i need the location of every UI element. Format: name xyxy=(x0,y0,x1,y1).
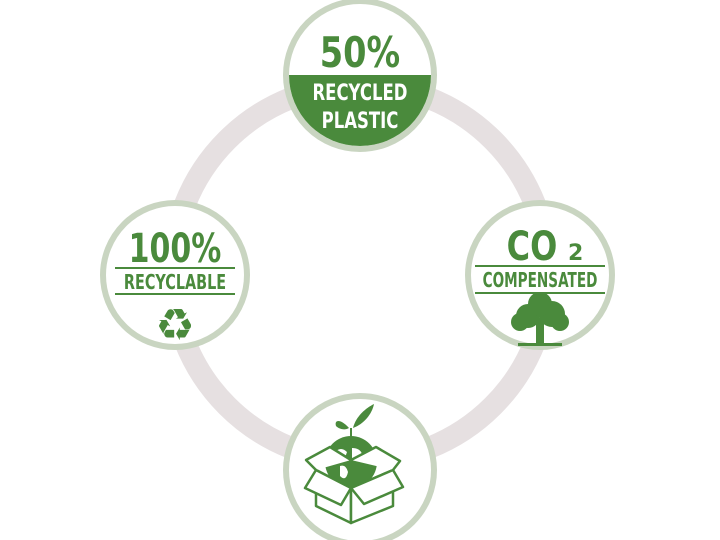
plastic-label: PLASTIC xyxy=(322,108,399,134)
recyclable-badge: 100% RECYCLABLE ♻ xyxy=(100,200,250,351)
recycled-plastic-badge: 50% RECYCLED PLASTIC xyxy=(283,0,437,152)
co2-subscript: 2 xyxy=(568,241,583,266)
recycled-label: RECYCLED xyxy=(312,80,407,106)
compensated-label: COMPENSATED xyxy=(483,269,598,292)
co2-compensated-badge: CO 2 COMPENSATED xyxy=(465,200,615,350)
recycle-icon: ♻ xyxy=(155,300,194,351)
tree-icon xyxy=(511,292,569,346)
recyclable-percent: 100% xyxy=(129,226,222,272)
recycled-percent: 50% xyxy=(320,28,400,77)
svg-text:♻: ♻ xyxy=(155,300,194,351)
earth-box-badge xyxy=(283,393,437,540)
co2-label: CO xyxy=(507,222,558,269)
earth-in-box-icon xyxy=(303,404,405,525)
recyclable-label: RECYCLABLE xyxy=(124,272,226,295)
